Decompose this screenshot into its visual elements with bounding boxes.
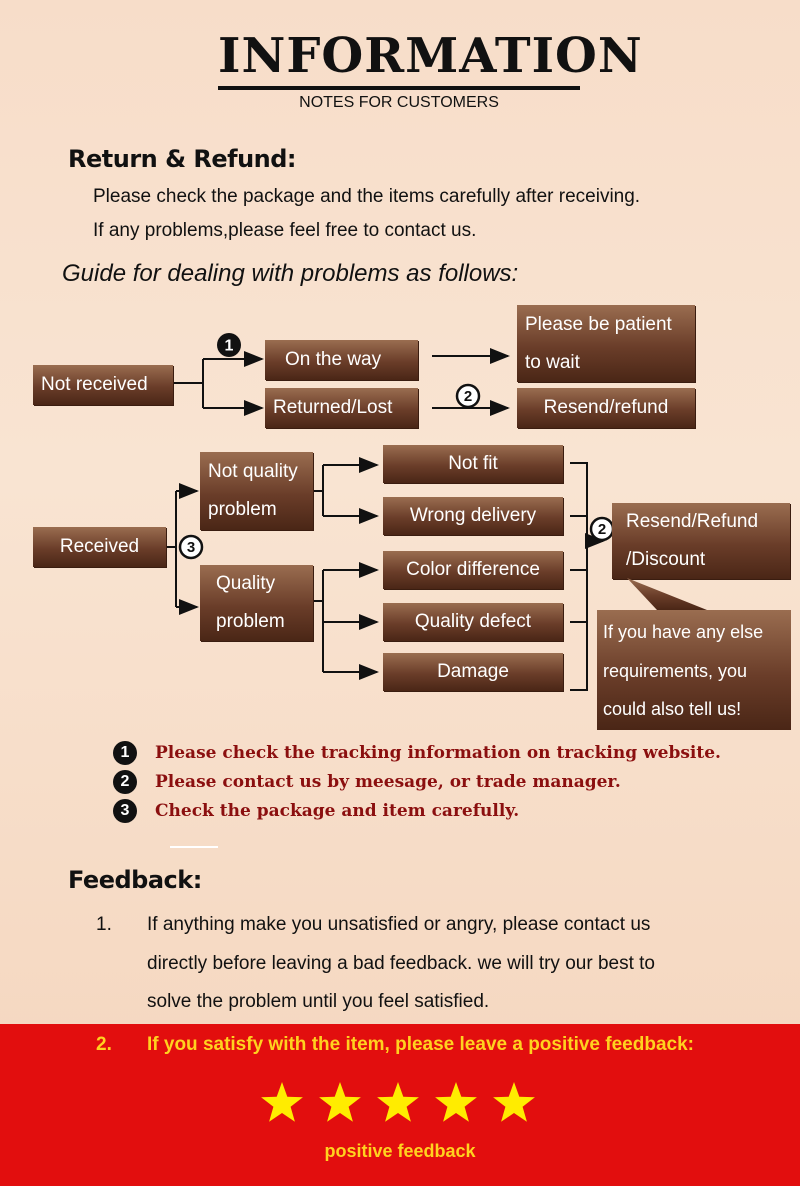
note-3: 3 Check the package and item carefully. — [113, 799, 519, 823]
note-3-text: Check the package and item carefully. — [155, 801, 520, 821]
feedback-item-1-line-1: If anything make you unsatisfied or angr… — [147, 914, 651, 935]
color-difference-box: Color difference — [383, 551, 563, 589]
not-quality-problem-box: Not quality problem — [200, 452, 313, 530]
step-2-marker-top: 2 — [455, 383, 481, 409]
page-title: INFORMATION — [218, 28, 643, 84]
callout-text: If you have any else requirements, you c… — [603, 613, 791, 729]
flow-connectors — [166, 348, 605, 691]
returned-lost-box: Returned/Lost — [265, 388, 418, 428]
feedback-heading: Feedback: — [68, 866, 202, 894]
step-2-marker-right-number: 2 — [598, 521, 606, 538]
note-1-text: Please check the tracking information on… — [155, 743, 721, 763]
callout-line-2: requirements, you — [603, 660, 748, 681]
quality-line-1: Quality — [216, 573, 276, 594]
on-the-way-box: On the way — [265, 340, 418, 380]
not-quality-line-2: problem — [208, 499, 277, 520]
feedback-item-2-text: If you satisfy with the item, please lea… — [147, 1034, 694, 1055]
star-icon — [493, 1082, 535, 1122]
note-3-number: 3 — [113, 799, 137, 823]
step-3-marker-number: 3 — [187, 539, 195, 556]
not-received-box: Not received — [33, 365, 173, 405]
page-subtitle: NOTES FOR CUSTOMERS — [299, 94, 499, 111]
rating-stars — [261, 1082, 535, 1122]
feedback-item-1-line-3: solve the problem until you feel satisfi… — [147, 991, 490, 1012]
received-box: Received — [33, 527, 166, 567]
quality-defect-box: Quality defect — [383, 603, 563, 641]
step-1-marker: 1 — [217, 333, 241, 357]
note-2: 2 Please contact us by meesage, or trade … — [113, 770, 621, 794]
not-quality-line-1: Not quality — [208, 461, 298, 482]
be-patient-line-2: to wait — [525, 351, 580, 373]
note-2-number: 2 — [113, 770, 137, 794]
callout-bubble — [597, 578, 791, 730]
step-2-marker-top-number: 2 — [464, 388, 472, 405]
resend-refund-discount-line-2: /Discount — [626, 549, 706, 570]
quality-problem-box: Quality problem — [200, 565, 313, 641]
step-1-marker-number: 1 — [225, 338, 234, 355]
note-1-number: 1 — [113, 741, 137, 765]
be-patient-box: Please be patient to wait — [517, 305, 695, 382]
positive-feedback-label: positive feedback — [324, 1141, 476, 1161]
resend-refund-box: Resend/refund — [517, 388, 695, 428]
title-rule — [218, 86, 580, 90]
section-separator — [170, 846, 218, 848]
note-1: 1 Please check the tracking information o… — [113, 741, 721, 765]
not-fit-box: Not fit — [383, 445, 563, 483]
star-icon — [377, 1082, 419, 1122]
resend-refund-discount-line-1: Resend/Refund — [626, 511, 759, 532]
quality-line-2: problem — [216, 611, 285, 632]
note-2-text: Please contact us by meesage, or trade m… — [155, 772, 621, 792]
wrong-delivery-box: Wrong delivery — [383, 497, 563, 535]
be-patient-line-1: Please be patient — [525, 313, 672, 335]
feedback-item-2-number: 2. — [96, 1034, 112, 1055]
damage-box: Damage — [383, 653, 563, 691]
guide-heading: Guide for dealing with problems as follo… — [62, 260, 519, 287]
callout-line-1: If you have any else — [603, 622, 764, 642]
star-icon — [261, 1082, 303, 1122]
return-refund-heading: Return & Refund: — [68, 145, 297, 173]
star-icon — [319, 1082, 361, 1122]
star-icon — [435, 1082, 477, 1122]
callout-line-3: could also tell us! — [603, 699, 742, 719]
return-refund-line-1: Please check the package and the items c… — [93, 186, 641, 207]
return-refund-line-2: If any problems,please feel free to cont… — [93, 220, 477, 241]
feedback-item-1-number: 1. — [96, 914, 112, 935]
step-3-marker: 3 — [178, 534, 204, 560]
feedback-item-1-line-2: directly before leaving a bad feedback. … — [147, 953, 655, 974]
resend-refund-discount-box: Resend/Refund /Discount — [612, 503, 790, 579]
